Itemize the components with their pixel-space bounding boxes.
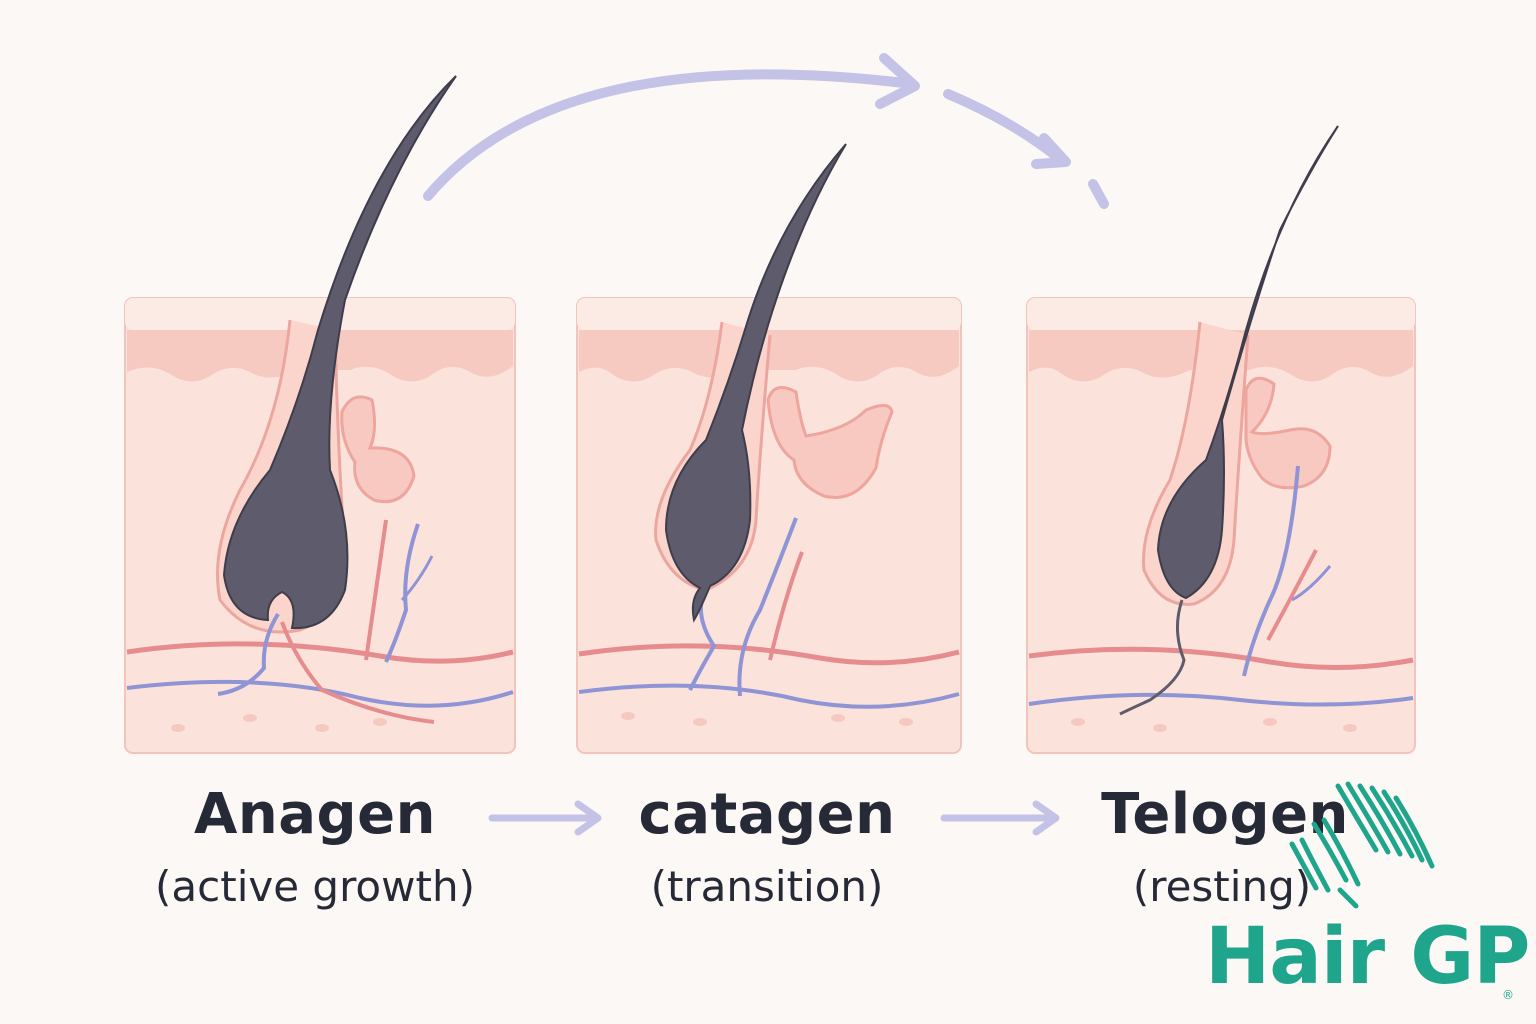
cycle-curved-arrow xyxy=(423,53,1109,209)
anagen-hair xyxy=(222,75,457,630)
hair-gp-logo-text: Hair GP xyxy=(1205,912,1530,1002)
fat-cells xyxy=(171,714,387,732)
anagen-sebaceous-gland xyxy=(340,395,416,503)
arrow-catagen-to-telogen xyxy=(940,800,1060,836)
anagen-skin-panel xyxy=(124,75,516,754)
telogen-label: Telogen xyxy=(1101,782,1349,847)
telogen-description: (resting) xyxy=(1132,862,1312,911)
arrow-anagen-to-catagen xyxy=(488,800,602,836)
catagen-skin-panel xyxy=(576,143,962,754)
catagen-label: catagen xyxy=(638,782,896,847)
hair-gp-logo-mark xyxy=(1289,781,1435,909)
registered-mark: ® xyxy=(1502,988,1514,1002)
catagen-description: (transition) xyxy=(650,862,884,911)
anagen-label: Anagen xyxy=(194,782,436,847)
catagen-sebaceous-gland xyxy=(766,386,894,499)
telogen-hair xyxy=(1156,125,1339,600)
catagen-hair xyxy=(664,143,847,623)
telogen-skin-panel xyxy=(1026,125,1416,754)
telogen-sebaceous-gland xyxy=(1244,376,1332,490)
anagen-description: (active growth) xyxy=(155,862,475,911)
